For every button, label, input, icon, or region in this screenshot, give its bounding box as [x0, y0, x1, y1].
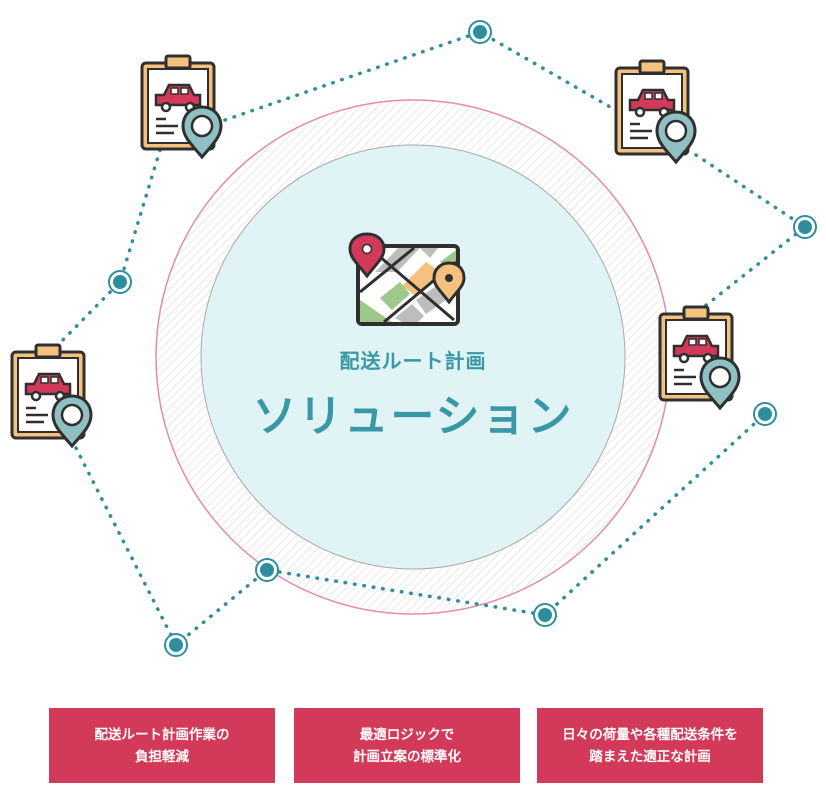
route-solution-diagram — [10, 20, 817, 657]
map-icon — [348, 232, 466, 326]
benefit-line: 配送ルート計画作業の — [94, 726, 230, 743]
route-node-icon — [108, 270, 132, 294]
benefit-box-workload: 配送ルート計画作業の 負担軽減 — [49, 708, 275, 783]
route-node-icon — [533, 603, 557, 627]
solution-subtitle: 配送ルート計画 — [339, 349, 487, 373]
route-path-right — [694, 153, 808, 312]
route-paths — [53, 30, 808, 648]
route-node-icon — [753, 402, 777, 426]
route-path-left — [53, 148, 162, 350]
route-path-top — [223, 30, 614, 122]
inner-circle — [200, 144, 626, 570]
clipboard-car-location-icon — [140, 54, 223, 159]
benefit-line: 最適ロジックで — [359, 726, 455, 743]
route-node-icon — [255, 558, 279, 582]
route-nodes — [108, 20, 817, 657]
benefit-line: 負担軽減 — [135, 748, 189, 765]
route-node-icon — [793, 215, 817, 239]
route-node-icon — [468, 20, 492, 44]
route-node-icon — [164, 633, 188, 657]
clipboard-car-location-icon — [614, 59, 697, 164]
benefit-line: 計画立案の標準化 — [353, 748, 461, 765]
benefit-box-appropriate-plan: 日々の荷量や各種配送条件を 踏まえた適正な計画 — [537, 708, 763, 783]
benefit-line: 踏まえた適正な計画 — [589, 748, 711, 765]
benefit-box-standardization: 最適ロジックで 計画立案の標準化 — [294, 708, 520, 783]
benefit-line: 日々の荷量や各種配送条件を — [562, 726, 738, 743]
solution-title: ソリューション — [252, 391, 574, 442]
